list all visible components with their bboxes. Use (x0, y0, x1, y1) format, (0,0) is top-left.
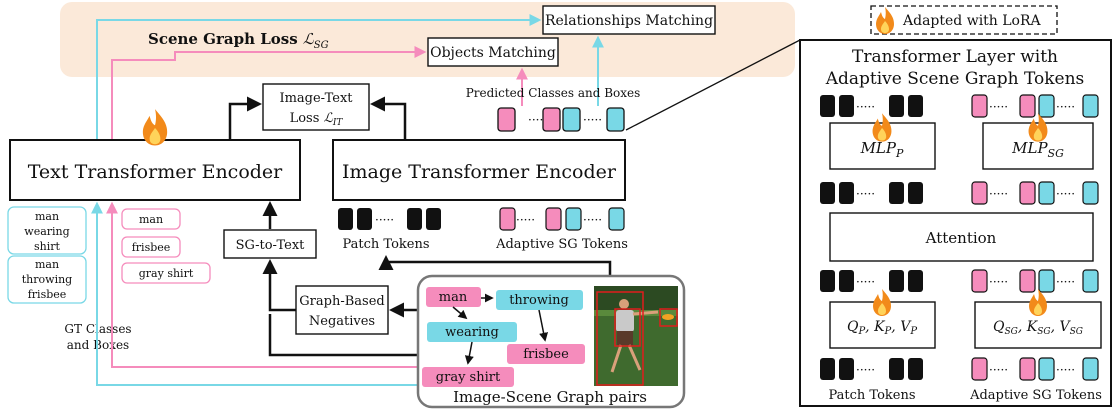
text-to-itloss-arrow (228, 96, 262, 140)
gt-objects-line (111, 46, 427, 140)
caption-group-2: man throwing frisbee (7, 255, 87, 304)
text-encoder-box (9, 139, 301, 201)
svg-text:·····: ····· (528, 113, 547, 127)
predicted-classes-label: Predicted Classes and Boxes (466, 86, 641, 100)
svg-text:man: man (35, 258, 59, 271)
svg-text:·····: ····· (989, 187, 1008, 201)
svg-text:frisbee: frisbee (132, 241, 171, 254)
adaptive-sg-token-row: ····· ····· (499, 207, 625, 231)
predicted-token-row: ····· ····· (497, 107, 625, 132)
graph-negatives-line2: Negatives (309, 314, 375, 329)
svg-text:·····: ····· (583, 113, 602, 127)
graph-negatives-line1: Graph-Based (299, 294, 384, 309)
gt-relationships-line (96, 14, 542, 140)
svg-text:·····: ····· (1056, 187, 1075, 201)
svg-text:·····: ····· (989, 363, 1008, 377)
svg-text:·····: ····· (989, 100, 1008, 114)
image-to-itloss-arrow (370, 96, 407, 140)
sg-node-throwing: throwing (509, 293, 569, 308)
image-text-loss-box (262, 83, 370, 131)
qkv-p-box (829, 301, 936, 349)
mlp-p-label: MLPP (860, 139, 904, 160)
sg-to-text-label: SG-to-Text (236, 238, 306, 253)
svg-text:·····: ····· (856, 363, 875, 377)
image-encoder-box (332, 139, 626, 201)
layer-title-line2: Adaptive Scene Graph Tokens (825, 69, 1085, 89)
svg-text:man: man (35, 210, 59, 223)
legend-label: Adapted with LoRA (902, 13, 1042, 29)
svg-text:·····: ····· (856, 100, 875, 114)
patch-token-row: ····· (338, 208, 441, 230)
svg-text:throwing: throwing (22, 273, 72, 286)
object-label-list: man frisbee gray shirt (121, 208, 211, 284)
sg-node-gray-shirt: gray shirt (436, 370, 501, 385)
zoom-line-top (625, 39, 801, 131)
mlp-sg-label: MLPSG (1011, 139, 1064, 160)
svg-text:·····: ····· (375, 213, 394, 227)
adaptive-sg-tokens-label: Adaptive SG Tokens (495, 237, 628, 252)
layer-adaptive-sg-tokens-label: Adaptive SG Tokens (969, 388, 1102, 403)
svg-text:·····: ····· (1056, 275, 1075, 289)
svg-text:·····: ····· (856, 275, 875, 289)
svg-text:man: man (139, 213, 163, 226)
sg-to-image-encoder-arrow (378, 255, 612, 282)
svg-text:·····: ····· (516, 213, 535, 227)
lora-legend-box (870, 5, 1058, 35)
attention-box (829, 212, 1094, 262)
scene-photo (594, 286, 678, 386)
caption-group-1: man wearing shirt (7, 206, 87, 255)
svg-text:·····: ····· (1056, 363, 1075, 377)
objects-matching-label: Objects Matching (430, 45, 556, 61)
image-encoder-label: Image Transformer Encoder (342, 161, 617, 183)
svg-text:·····: ····· (583, 213, 602, 227)
relationships-matching-label: Relationships Matching (545, 13, 713, 29)
sg-node-wearing: wearing (445, 325, 499, 340)
svg-text:·····: ····· (856, 187, 875, 201)
objects-matching-box (427, 37, 559, 67)
sg-node-frisbee: frisbee (523, 347, 569, 362)
relationships-matching-box (542, 5, 716, 35)
image-text-loss-line1: Image-Text (279, 91, 353, 106)
layer-token-row-bottom: ····· ····· ····· (820, 357, 1099, 381)
patch-tokens-label: Patch Tokens (342, 237, 429, 252)
svg-text:·····: ····· (989, 275, 1008, 289)
layer-token-row-low: ····· ····· ····· (820, 269, 1099, 293)
svg-text:·····: ····· (1056, 100, 1075, 114)
text-encoder-label: Text Transformer Encoder (28, 161, 283, 183)
sg-bottom-flow (268, 314, 420, 357)
negatives-to-sgtext-arrow (262, 259, 296, 312)
layer-patch-tokens-label: Patch Tokens (828, 388, 915, 403)
sg-node-man: man (439, 290, 468, 305)
layer-title-line1: Transformer Layer with (852, 47, 1058, 67)
layer-token-row-mid: ····· ····· ····· (820, 181, 1099, 205)
scene-graph-loss-title: Scene Graph Loss ℒSG (148, 30, 329, 51)
fire-icon (142, 109, 168, 146)
svg-text:shirt: shirt (34, 240, 61, 253)
gt-pink-return (106, 201, 420, 368)
attention-label: Attention (925, 229, 997, 247)
svg-text:frisbee: frisbee (28, 288, 67, 301)
svg-text:wearing: wearing (24, 225, 69, 238)
qkv-p-label: QP, KP, VP (847, 319, 917, 337)
sg-to-text-box (223, 229, 317, 259)
scene-graph-caption: Image-Scene Graph pairs (453, 388, 647, 406)
qkv-sg-label: QSG, KSG, VSG (993, 319, 1083, 337)
layer-token-row-top: ····· ····· ····· (820, 94, 1099, 118)
svg-text:gray shirt: gray shirt (139, 267, 194, 280)
image-text-loss-line2: Loss ℒIT (290, 111, 344, 128)
